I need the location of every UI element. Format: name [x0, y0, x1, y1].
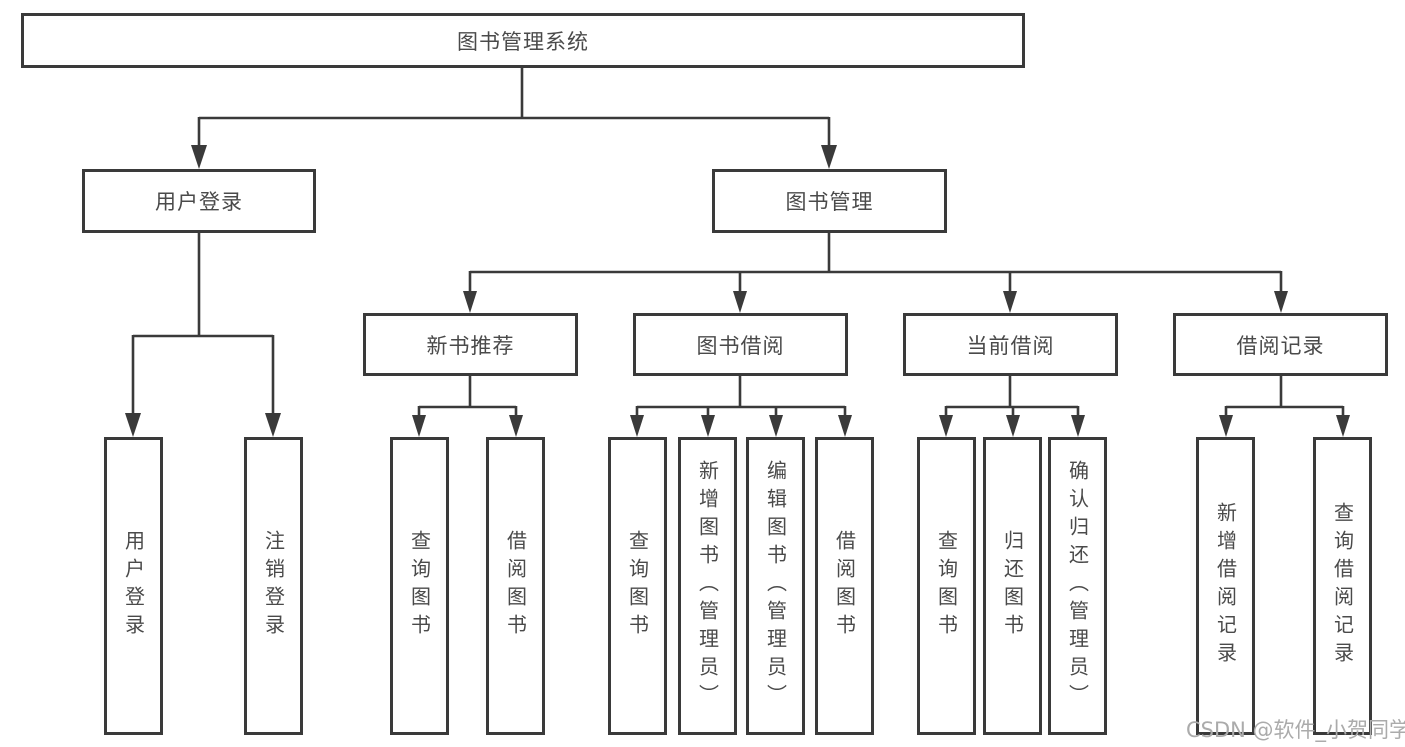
node-label: 图书借阅	[696, 333, 785, 358]
leaf-return-books: 归还图书	[983, 437, 1042, 735]
node-user-login: 用户登录	[82, 169, 316, 233]
node-label: 注销登录	[261, 530, 286, 642]
node-label: 用户登录	[121, 530, 146, 642]
node-label: 图书管理	[785, 190, 874, 214]
node-label: 当前借阅	[966, 333, 1055, 358]
leaf-edit-books-admin: 编辑图书（管理员）	[746, 437, 805, 735]
node-current-borrow: 当前借阅	[903, 313, 1118, 376]
leaf-query-borrow-record: 查询借阅记录	[1313, 437, 1372, 735]
leaf-user-login: 用户登录	[104, 437, 163, 735]
node-label: 新书推荐	[426, 333, 515, 358]
node-label: 借阅记录	[1236, 333, 1325, 358]
node-label: 图书管理系统	[457, 29, 589, 54]
leaf-add-books-admin: 新增图书（管理员）	[678, 437, 737, 735]
leaf-recommend-borrow-books: 借阅图书	[486, 437, 545, 735]
node-book-management: 图书管理	[712, 169, 947, 233]
node-borrow-records: 借阅记录	[1173, 313, 1388, 376]
leaf-borrow-query-books: 查询图书	[608, 437, 667, 735]
leaf-confirm-return-admin: 确认归还（管理员）	[1048, 437, 1107, 735]
node-label: 新增图书（管理员）	[695, 460, 720, 712]
node-label: 借阅图书	[832, 530, 857, 642]
node-label: 查询图书	[934, 530, 959, 642]
node-label: 借阅图书	[503, 530, 528, 642]
node-label: 查询图书	[407, 530, 432, 642]
node-system-root: 图书管理系统	[21, 13, 1025, 68]
leaf-add-borrow-record: 新增借阅记录	[1196, 437, 1255, 735]
node-label: 编辑图书（管理员）	[763, 460, 788, 712]
node-label: 查询图书	[625, 530, 650, 642]
node-label: 归还图书	[1000, 530, 1025, 642]
leaf-logout: 注销登录	[244, 437, 303, 735]
node-label: 新增借阅记录	[1213, 502, 1238, 670]
node-book-borrow: 图书借阅	[633, 313, 848, 376]
node-new-book-recommend: 新书推荐	[363, 313, 578, 376]
node-label: 查询借阅记录	[1330, 502, 1355, 670]
csdn-watermark: CSDN @软件_小贺同学	[1186, 718, 1405, 742]
node-label: 用户登录	[155, 190, 243, 214]
leaf-borrow-books: 借阅图书	[815, 437, 874, 735]
leaf-recommend-query-books: 查询图书	[390, 437, 449, 735]
node-label: 确认归还（管理员）	[1065, 460, 1090, 712]
leaf-current-query-books: 查询图书	[917, 437, 976, 735]
